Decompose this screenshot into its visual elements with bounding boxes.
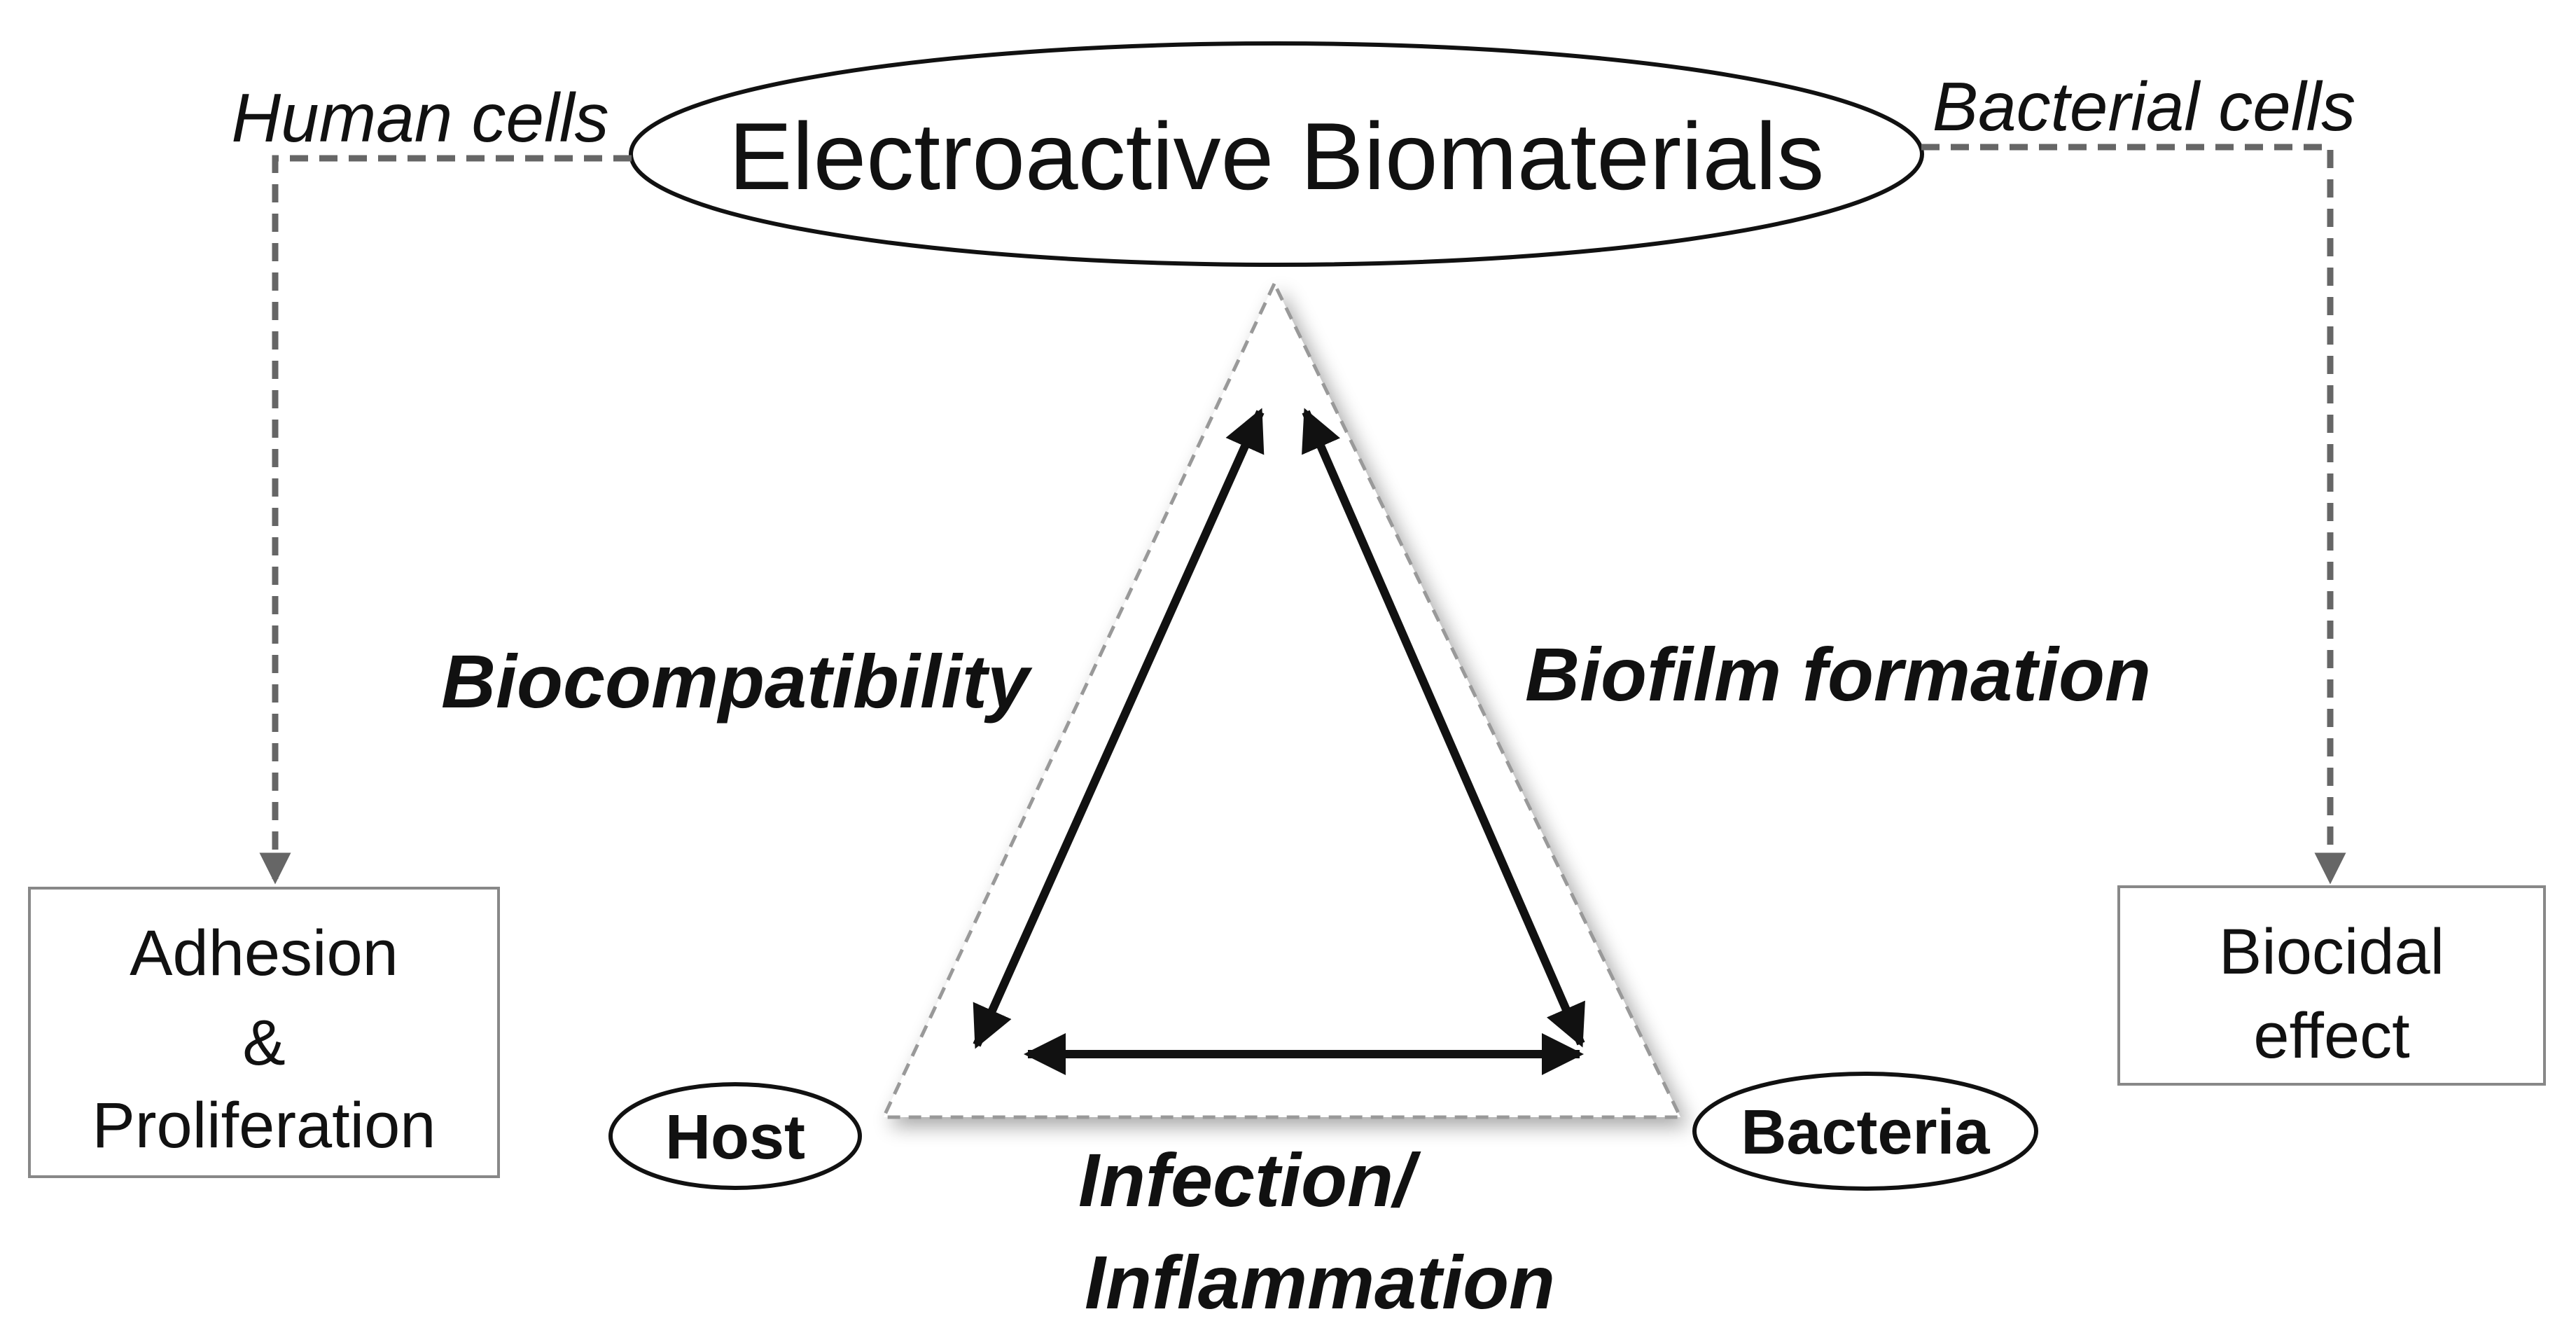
biocompatibility-arrow bbox=[973, 408, 1265, 1049]
bacterial-cells-label: Bacterial cells bbox=[1933, 68, 2356, 145]
host-label: Host bbox=[665, 1102, 805, 1172]
adhesion-proliferation-box bbox=[28, 887, 500, 1178]
biofilm-formation-arrow bbox=[1302, 408, 1585, 1048]
inflammation-label: Inflammation bbox=[1085, 1240, 1555, 1324]
bacterial-cells-connector bbox=[1921, 144, 2346, 885]
biofilm-formation-label: Biofilm formation bbox=[1525, 632, 2151, 717]
biocompatibility-label: Biocompatibility bbox=[441, 639, 1033, 724]
infection-label: Infection/ bbox=[1078, 1137, 1421, 1222]
bacteria-label: Bacteria bbox=[1741, 1098, 1990, 1168]
title-ellipse bbox=[629, 41, 1924, 267]
effect-line: effect bbox=[2253, 1000, 2409, 1072]
adhesion-line: Adhesion bbox=[130, 918, 398, 989]
host-node bbox=[608, 1082, 862, 1190]
human-cells-connector bbox=[259, 155, 632, 885]
biocidal-effect-box bbox=[2117, 885, 2546, 1086]
human-cells-label: Human cells bbox=[231, 79, 608, 156]
title-text: Electroactive Biomaterials bbox=[729, 103, 1825, 209]
biocidal-line: Biocidal bbox=[2219, 916, 2444, 988]
proliferation-line: Proliferation bbox=[92, 1090, 436, 1161]
bacteria-node bbox=[1692, 1072, 2038, 1191]
ampersand-line: & bbox=[242, 1007, 285, 1079]
